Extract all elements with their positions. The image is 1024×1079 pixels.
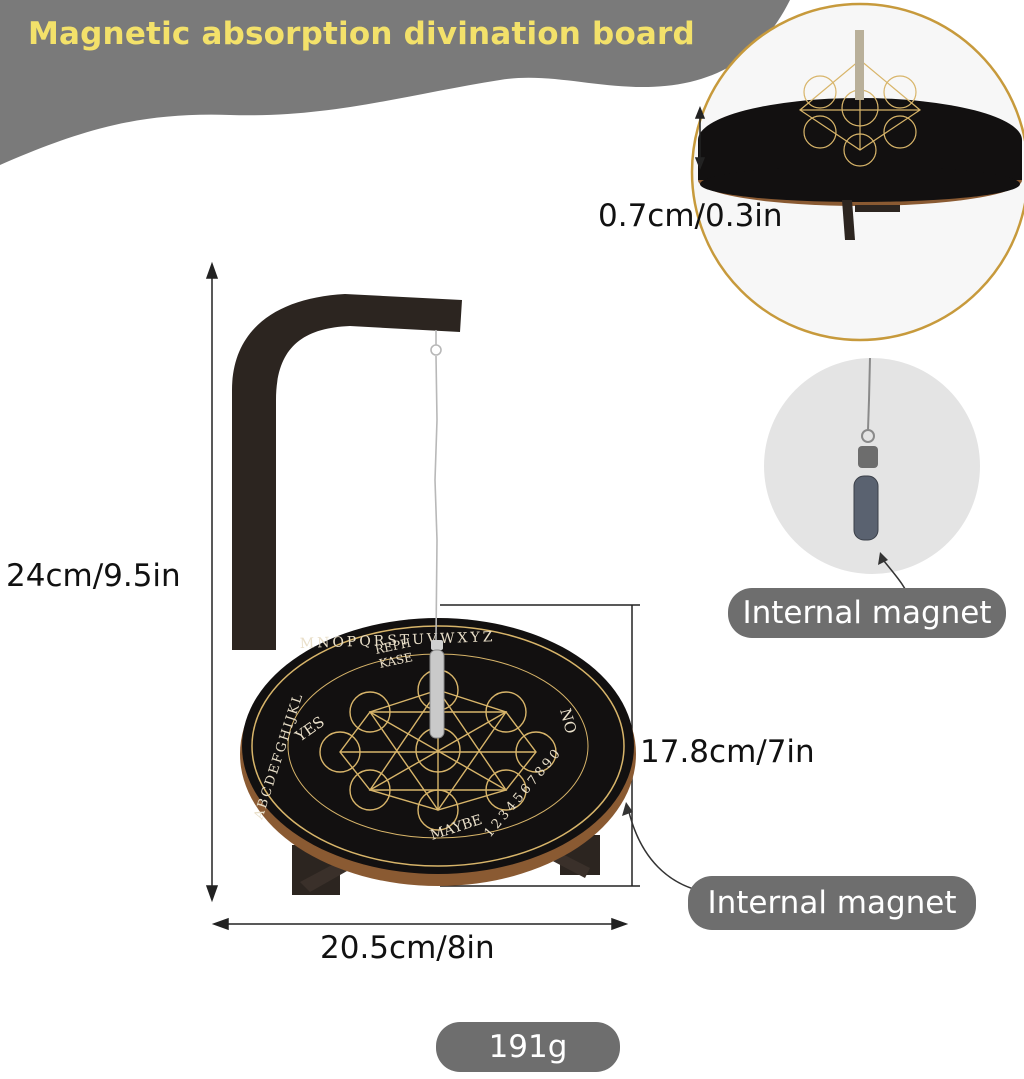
board-label-center-2: KASE xyxy=(378,650,414,671)
pendulum-magnet xyxy=(429,640,445,739)
magnet-callout-arrow-bottom xyxy=(627,807,706,893)
internal-magnet-callout-top: Internal magnet xyxy=(728,588,1006,638)
page-title: Magnetic absorption divination board xyxy=(28,16,695,52)
thickness-inset-ring xyxy=(690,2,1024,342)
width-dimension-line xyxy=(211,917,629,931)
board-height-dimension-label: 17.8cm/7in xyxy=(640,734,815,770)
magnet-inset xyxy=(764,358,980,574)
internal-magnet-callout-bottom: Internal magnet xyxy=(688,876,976,930)
board-letters-upper: MNOPQRSTUVWXYZ xyxy=(300,629,496,652)
height-dimension-line xyxy=(205,261,219,903)
thickness-dimension-label: 0.7cm/0.3in xyxy=(598,198,783,234)
weight-badge: 191g xyxy=(436,1022,620,1072)
board-label-no: NO xyxy=(556,706,580,735)
thickness-inset xyxy=(692,4,1024,340)
width-dimension-label: 20.5cm/8in xyxy=(320,930,495,966)
metatron-cube-pattern xyxy=(319,669,557,831)
wooden-stand-arm xyxy=(232,294,462,650)
thickness-arrow xyxy=(694,105,706,171)
height-dimension-label: 24cm/9.5in xyxy=(6,558,181,594)
pendulum-chain xyxy=(430,330,442,641)
